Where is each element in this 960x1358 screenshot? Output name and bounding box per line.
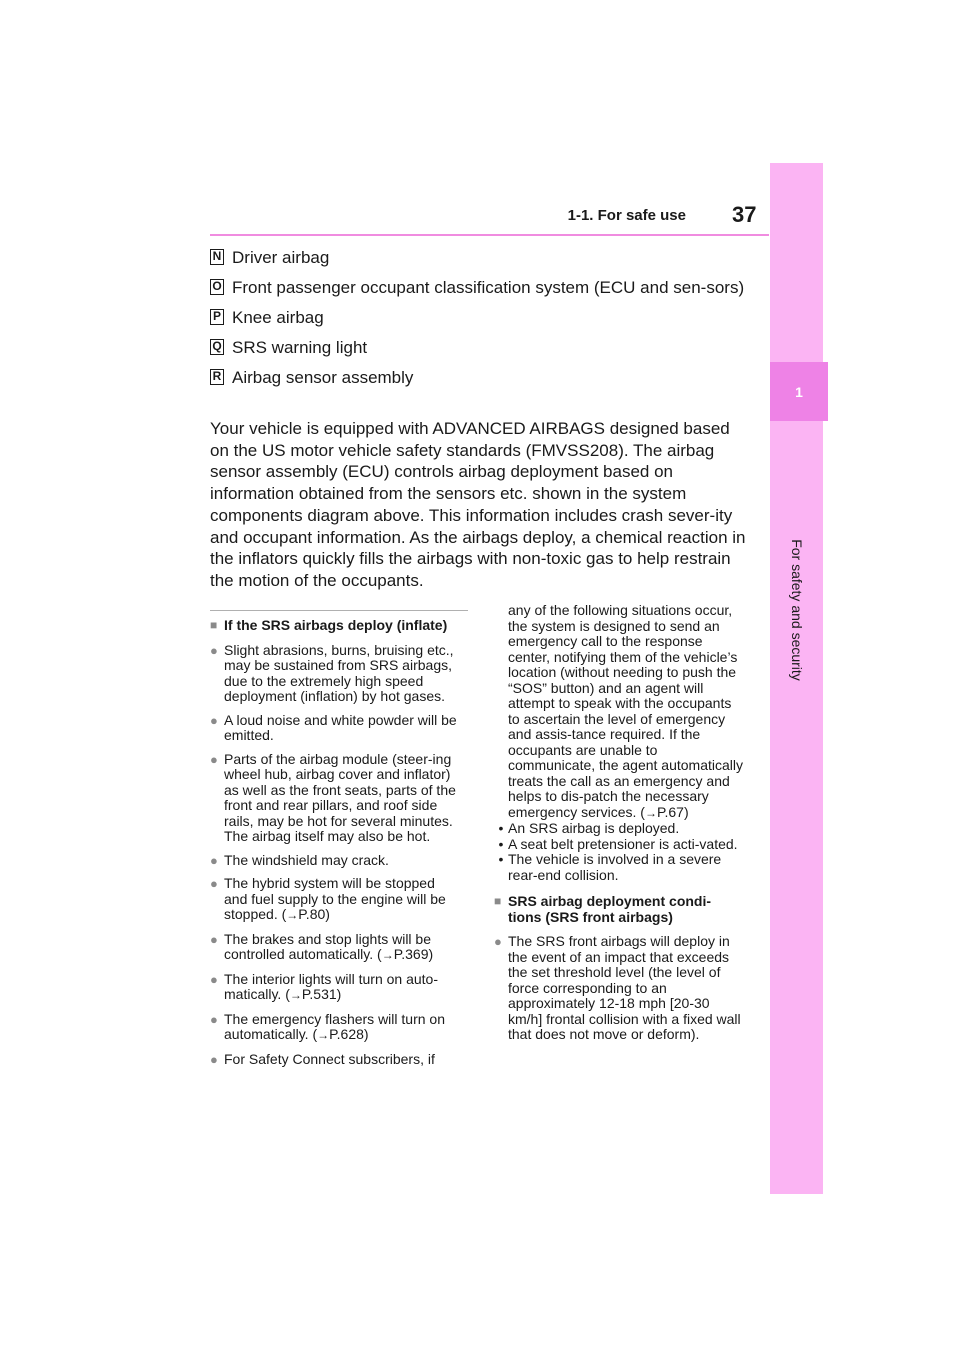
bullet-text-close: ) <box>336 986 342 1002</box>
page-reference-text: P.369 <box>393 946 429 962</box>
bullet-text: The interior lights will turn on auto-ma… <box>224 970 460 1004</box>
sub-bullet-icon: • <box>498 851 504 867</box>
component-legend: N Driver airbag O Front passenger occupa… <box>210 247 750 389</box>
page-reference-text: P.531 <box>301 986 337 1002</box>
heading-text: If the SRS airbags deploy (inflate) <box>224 617 448 633</box>
bullet-text-part: The brakes and stop lights will be contr… <box>224 930 431 962</box>
page-reference-text: P.628 <box>329 1026 364 1042</box>
arrow-right-icon: → <box>286 908 299 922</box>
bullet-item: ● For Safety Connect subscribers, if <box>210 1050 460 1068</box>
bullet-dot-icon: ● <box>210 876 218 891</box>
bullet-dot-icon: ● <box>210 931 218 947</box>
continuation-text: any of the following situations occur, t… <box>508 602 744 820</box>
bullet-dot-icon: ● <box>210 751 218 767</box>
legend-text: Airbag sensor assembly <box>232 368 414 387</box>
bullet-item: ● Slight abrasions, burns, bruising etc.… <box>210 641 460 705</box>
page-reference-link[interactable]: →P.67 <box>645 804 684 820</box>
heading-square-icon: ■ <box>210 618 218 632</box>
bullet-item: ● The interior lights will turn on auto-… <box>210 970 460 1004</box>
bullet-text: A loud noise and white powder will be em… <box>224 711 457 743</box>
chapter-title: For safety and security <box>789 539 805 681</box>
sub-list-item: • An SRS airbag is deployed. <box>494 820 744 837</box>
bullet-text-close: ) <box>428 946 434 962</box>
legend-text: SRS warning light <box>232 338 368 357</box>
legend-item: R Airbag sensor assembly <box>210 367 750 389</box>
page-reference-link[interactable]: →P.80 <box>286 906 325 922</box>
legend-badge: N <box>210 249 224 265</box>
bullet-text: The brakes and stop lights will be contr… <box>224 930 460 964</box>
legend-badge: O <box>210 279 224 295</box>
sub-bullet-icon: • <box>498 835 504 852</box>
legend-badge: Q <box>210 339 224 355</box>
arrow-right-icon: → <box>317 1028 330 1042</box>
bullet-text: The windshield may crack. <box>224 851 389 868</box>
legend-text: Knee airbag <box>232 308 324 327</box>
bullet-text: For Safety Connect subscribers, if <box>224 1050 435 1067</box>
section-heading-inflate: ■ If the SRS airbags deploy (inflate) <box>210 617 460 634</box>
bullet-dot-icon: ● <box>210 712 218 728</box>
bullet-dot-icon: ● <box>210 971 218 987</box>
bullet-text: The emergency flashers will turn on auto… <box>224 1010 460 1044</box>
page-reference-link[interactable]: →P.369 <box>382 946 429 962</box>
legend-item: P Knee airbag <box>210 307 750 329</box>
heading-square-icon: ■ <box>494 894 502 908</box>
bullet-dot-icon: ● <box>210 642 218 658</box>
bullet-item: ● Parts of the airbag module (steer-ing … <box>210 750 460 845</box>
legend-item: Q SRS warning light <box>210 337 750 359</box>
bullet-item: ● The windshield may crack. <box>210 851 460 869</box>
bullet-item: ● The hybrid system will be stopped and … <box>210 875 460 924</box>
arrow-right-icon: → <box>289 988 302 1002</box>
bullet-text-part: The hybrid system will be stopped and fu… <box>224 875 446 922</box>
legend-badge: R <box>210 369 224 385</box>
legend-text: Front passenger occupant classification … <box>232 278 745 297</box>
bullet-dot-icon: ● <box>494 934 502 949</box>
arrow-right-icon: → <box>644 805 657 820</box>
sub-list-text: A seat belt pretensioner is acti-vated. <box>508 835 738 852</box>
chapter-tab-strip <box>770 163 823 1194</box>
legend-text: Driver airbag <box>232 248 330 267</box>
heading-text: SRS airbag deployment condi-tions (SRS f… <box>508 893 712 925</box>
header-divider <box>210 234 769 236</box>
bullet-continuation: any of the following situations occur, t… <box>494 602 744 821</box>
page-reference-link[interactable]: →P.531 <box>290 986 337 1002</box>
left-column: ■ If the SRS airbags deploy (inflate) ● … <box>210 617 460 1075</box>
bullet-item: ● The brakes and stop lights will be con… <box>210 930 460 964</box>
sub-list-item: • A seat belt pretensioner is acti-vated… <box>494 835 744 853</box>
bullet-dot-icon: ● <box>210 1051 218 1067</box>
intro-paragraph: Your vehicle is equipped with ADVANCED A… <box>210 419 746 590</box>
bullet-item: ● The emergency flashers will turn on au… <box>210 1010 460 1044</box>
page-reference-text: P.67 <box>656 803 684 820</box>
bullet-item: ● A loud noise and white powder will be … <box>210 711 460 744</box>
bullet-item: ● The SRS front airbags will deploy in t… <box>494 933 744 1043</box>
continuation-close: ) <box>683 803 689 820</box>
page-reference-text: P.80 <box>298 906 326 922</box>
bullet-text-part: The interior lights will turn on auto-ma… <box>224 970 438 1002</box>
sub-list-item: • The vehicle is involved in a severe re… <box>494 851 744 883</box>
bullet-text: Slight abrasions, burns, bruising etc., … <box>224 641 454 704</box>
chapter-number-badge: 1 <box>770 362 828 421</box>
section-title: 1-1. For safe use <box>567 207 686 224</box>
sub-list-text: The vehicle is involved in a severe rear… <box>508 851 722 883</box>
legend-item: N Driver airbag <box>210 247 750 269</box>
bullet-dot-icon: ● <box>210 1011 218 1027</box>
bullet-text-close: ) <box>325 906 330 922</box>
bullet-text: The hybrid system will be stopped and fu… <box>224 875 460 924</box>
legend-badge: P <box>210 309 224 325</box>
sub-bullet-icon: • <box>498 820 504 836</box>
page-reference-link[interactable]: →P.628 <box>317 1026 364 1042</box>
sub-list-text: An SRS airbag is deployed. <box>508 820 680 836</box>
bullet-text-close: ) <box>363 1026 369 1042</box>
page-number: 37 <box>732 202 757 227</box>
right-column: any of the following situations occur, t… <box>494 602 744 1051</box>
bullet-text: Parts of the airbag module (steer-ing wh… <box>224 750 456 844</box>
section-divider <box>210 610 468 611</box>
bullet-dot-icon: ● <box>210 852 218 868</box>
section-heading-deployment: ■ SRS airbag deployment condi-tions (SRS… <box>494 893 744 925</box>
arrow-right-icon: → <box>381 948 394 962</box>
legend-item: O Front passenger occupant classificatio… <box>210 277 750 299</box>
bullet-text-part: The emergency flashers will turn on auto… <box>224 1010 445 1042</box>
bullet-text: The SRS front airbags will deploy in the… <box>508 933 741 1042</box>
